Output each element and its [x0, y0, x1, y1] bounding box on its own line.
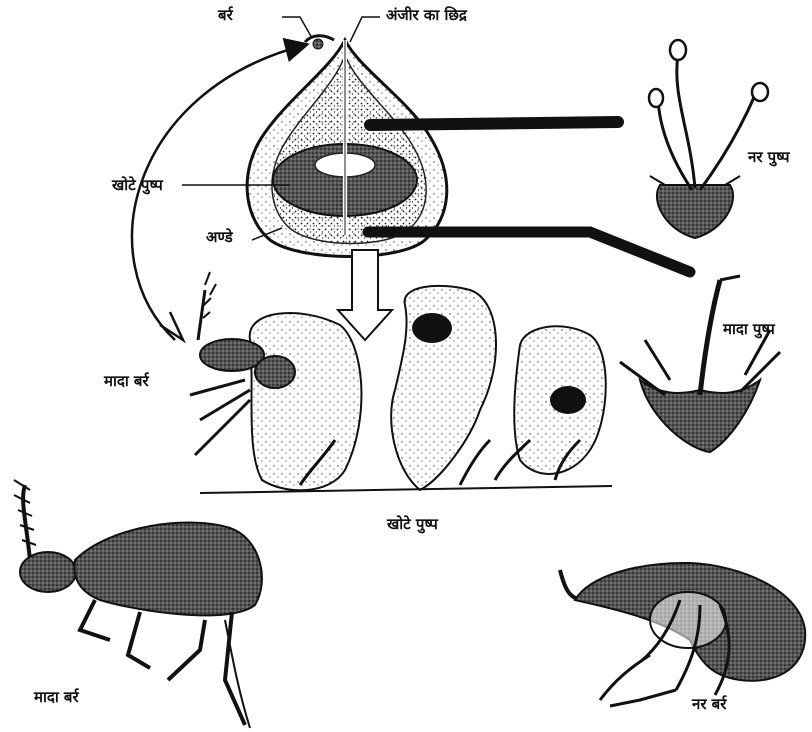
pointer-to-male-flower: [370, 122, 618, 125]
male-flower-illustration: [649, 40, 768, 238]
label-wasp-top: बर्र: [218, 8, 233, 23]
label-male-wasp-bottom: नर बर्र: [692, 697, 726, 712]
male-wasp-large: [560, 563, 805, 706]
label-gall-flowers-top: खोटे पुष्प: [112, 178, 163, 193]
gall-flowers-cluster: [200, 286, 612, 493]
label-female-flower: मादा पुष्प: [723, 322, 775, 337]
wasp-at-opening: [305, 36, 334, 49]
fig-syconium: [247, 40, 447, 257]
down-arrow: [338, 250, 392, 340]
female-flower-illustration: [620, 276, 780, 452]
label-eggs: अण्डे: [206, 230, 233, 245]
label-female-wasp-bottom: मादा बर्र: [34, 690, 79, 705]
label-male-flower: नर पुष्प: [748, 150, 790, 165]
label-fig-opening: अंजीर का छिद्र: [386, 8, 467, 23]
label-gall-flowers-bottom: खोटे पुष्प: [387, 517, 438, 532]
label-female-wasp-mid: मादा बर्र: [104, 374, 149, 389]
